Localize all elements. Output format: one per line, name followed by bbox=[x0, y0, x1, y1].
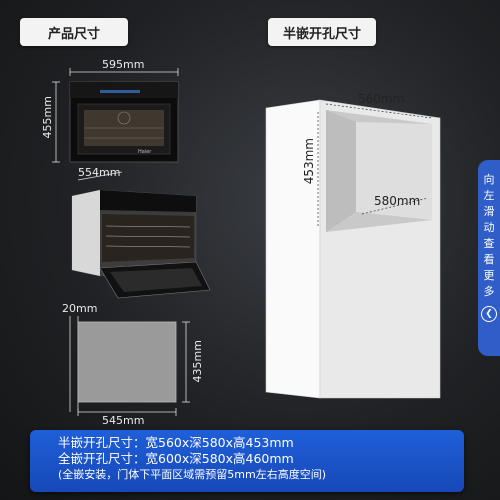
product-depth-label: 554mm bbox=[78, 166, 121, 179]
product-height-label: 455mm bbox=[41, 96, 54, 139]
cutout-size-banner: 半嵌开孔尺寸：宽560x深580x高453mm 全嵌开孔尺寸：宽600x深580… bbox=[30, 430, 464, 492]
panel-height-label: 435mm bbox=[191, 340, 204, 383]
cabinet-depth-label: 580mm bbox=[374, 194, 421, 208]
cabinet-height-label: 453mm bbox=[302, 138, 316, 185]
brand-logo: Haier bbox=[138, 149, 152, 155]
oven-side-illustration bbox=[71, 171, 211, 299]
swipe-hint-text: 向左滑动查看更多 bbox=[483, 173, 495, 298]
full-embed-size-text: 全嵌开孔尺寸：宽600x深580x高460mm bbox=[58, 451, 294, 466]
swipe-left-more-tab[interactable]: 向左滑动查看更多 ❮ bbox=[478, 160, 500, 356]
product-width-label: 595mm bbox=[102, 58, 145, 71]
tab-half-embed-cutout[interactable]: 半嵌开孔尺寸 bbox=[268, 18, 376, 46]
oven-front-illustration bbox=[52, 68, 179, 163]
chevron-left-icon[interactable]: ❮ bbox=[481, 306, 497, 322]
installation-note: (全嵌安装，门体下平面区域需预留5mm左右高度空间) bbox=[58, 468, 327, 481]
panel-width-label: 545mm bbox=[102, 414, 145, 427]
half-embed-size-text: 半嵌开孔尺寸：宽560x深580x高453mm bbox=[58, 435, 294, 450]
panel-illustration bbox=[69, 316, 190, 416]
cabinet-illustration bbox=[265, 99, 441, 399]
tab-product-size[interactable]: 产品尺寸 bbox=[20, 18, 128, 46]
cabinet-width-label: 560mm bbox=[358, 92, 405, 106]
panel-thickness-label: 20mm bbox=[62, 302, 98, 315]
